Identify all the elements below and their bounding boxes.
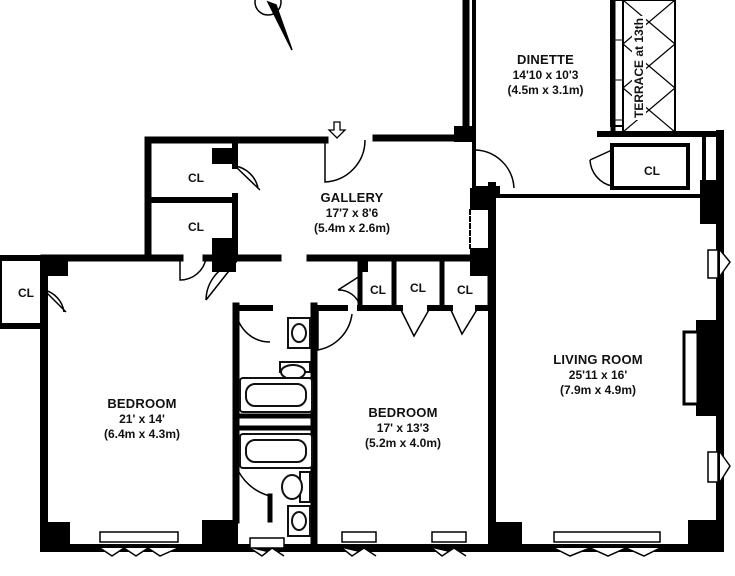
fireplace [682, 330, 700, 406]
closet-label: CL [188, 171, 204, 185]
terrace-label: TERRACE at 13th [632, 15, 646, 120]
room-dim-metric: (7.9m x 4.9m) [559, 383, 637, 398]
bath-fixtures [239, 317, 313, 537]
room-label-living-room: LIVING ROOM 25'11 x 16' (7.9m x 4.9m) [538, 352, 658, 398]
closet-label: CL [457, 283, 473, 297]
room-dim-metric: (5.4m x 2.6m) [313, 221, 391, 236]
closet-label: CL [410, 281, 426, 295]
room-dim-metric: (4.5m x 3.1m) [507, 83, 584, 98]
wall-piers [44, 126, 720, 548]
closet-label: CL [188, 220, 204, 234]
entry-arrow-icon [327, 121, 347, 139]
room-dim-imperial: 17' x 13'3 [376, 421, 430, 436]
room-dim-metric: (6.4m x 4.3m) [103, 427, 181, 442]
room-dim-imperial: 17'7 x 8'6 [325, 206, 379, 221]
room-dim-imperial: 14'10 x 10'3 [512, 68, 579, 83]
room-label-dinette: DINETTE 14'10 x 10'3 (4.5m x 3.1m) [488, 52, 603, 98]
closet-label: CL [370, 283, 386, 297]
room-name: BEDROOM [368, 405, 438, 420]
windows [99, 249, 731, 557]
room-dim-metric: (5.2m x 4.0m) [364, 436, 442, 451]
room-dim-imperial: 21' x 14' [119, 412, 165, 427]
room-name: BEDROOM [107, 396, 177, 411]
room-label-bedroom-left: BEDROOM 21' x 14' (6.4m x 4.3m) [82, 396, 202, 442]
room-name: LIVING ROOM [553, 352, 643, 367]
room-name: DINETTE [516, 52, 574, 67]
compass-icon [254, 0, 293, 51]
walls [0, 0, 724, 552]
room-label-bedroom-center: BEDROOM 17' x 13'3 (5.2m x 4.0m) [344, 405, 462, 451]
door-swings [43, 139, 613, 497]
room-name: GALLERY [320, 190, 384, 205]
room-dim-imperial: 25'11 x 16' [568, 368, 628, 383]
closet-label: CL [644, 164, 660, 178]
room-label-gallery: GALLERY 17'7 x 8'6 (5.4m x 2.6m) [292, 190, 412, 236]
closet-label: CL [18, 286, 34, 300]
